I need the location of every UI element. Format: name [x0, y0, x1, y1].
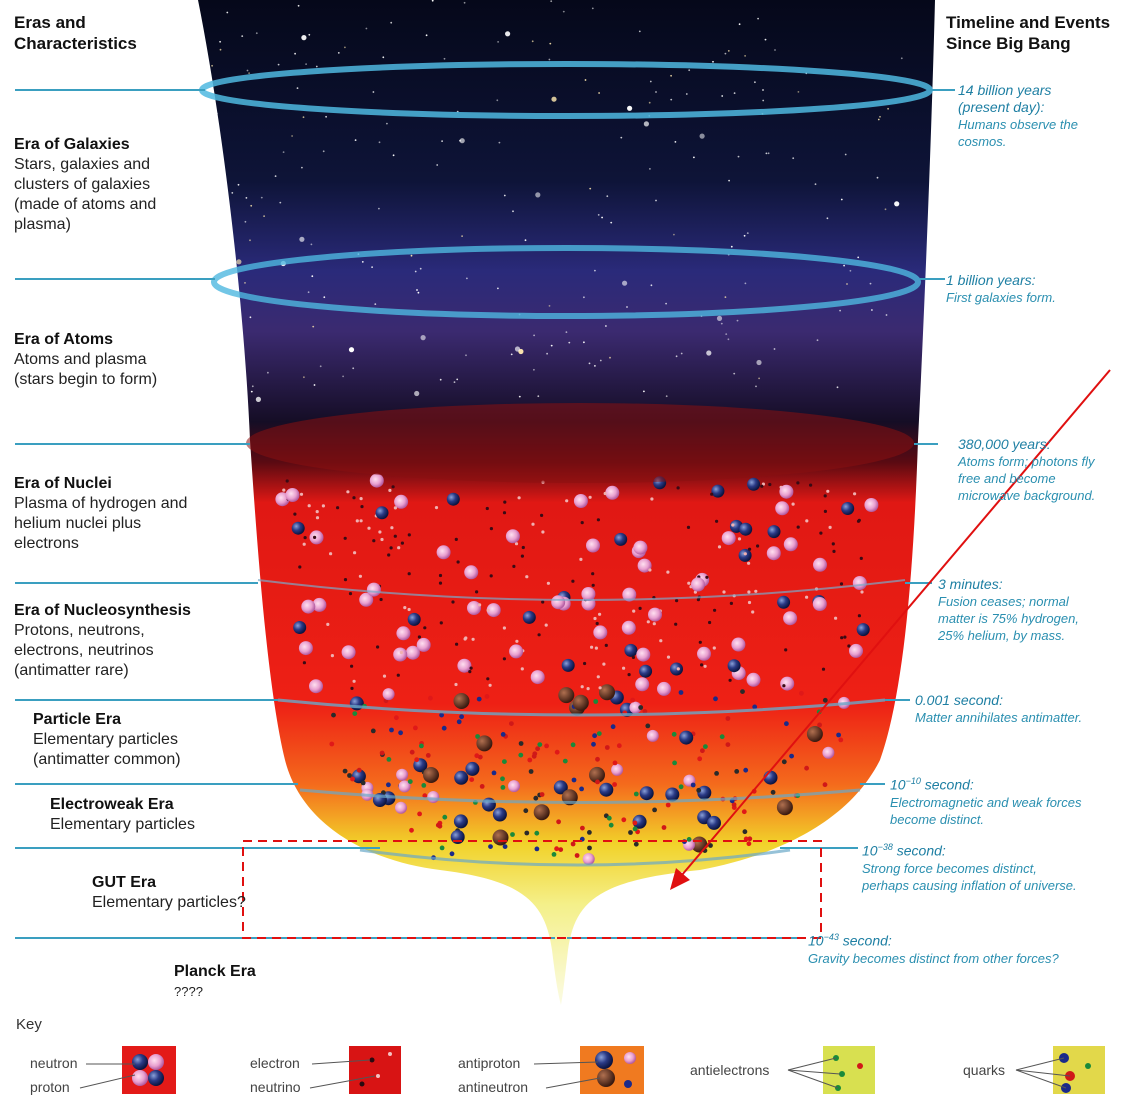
key-leader-lines	[0, 0, 1136, 1098]
